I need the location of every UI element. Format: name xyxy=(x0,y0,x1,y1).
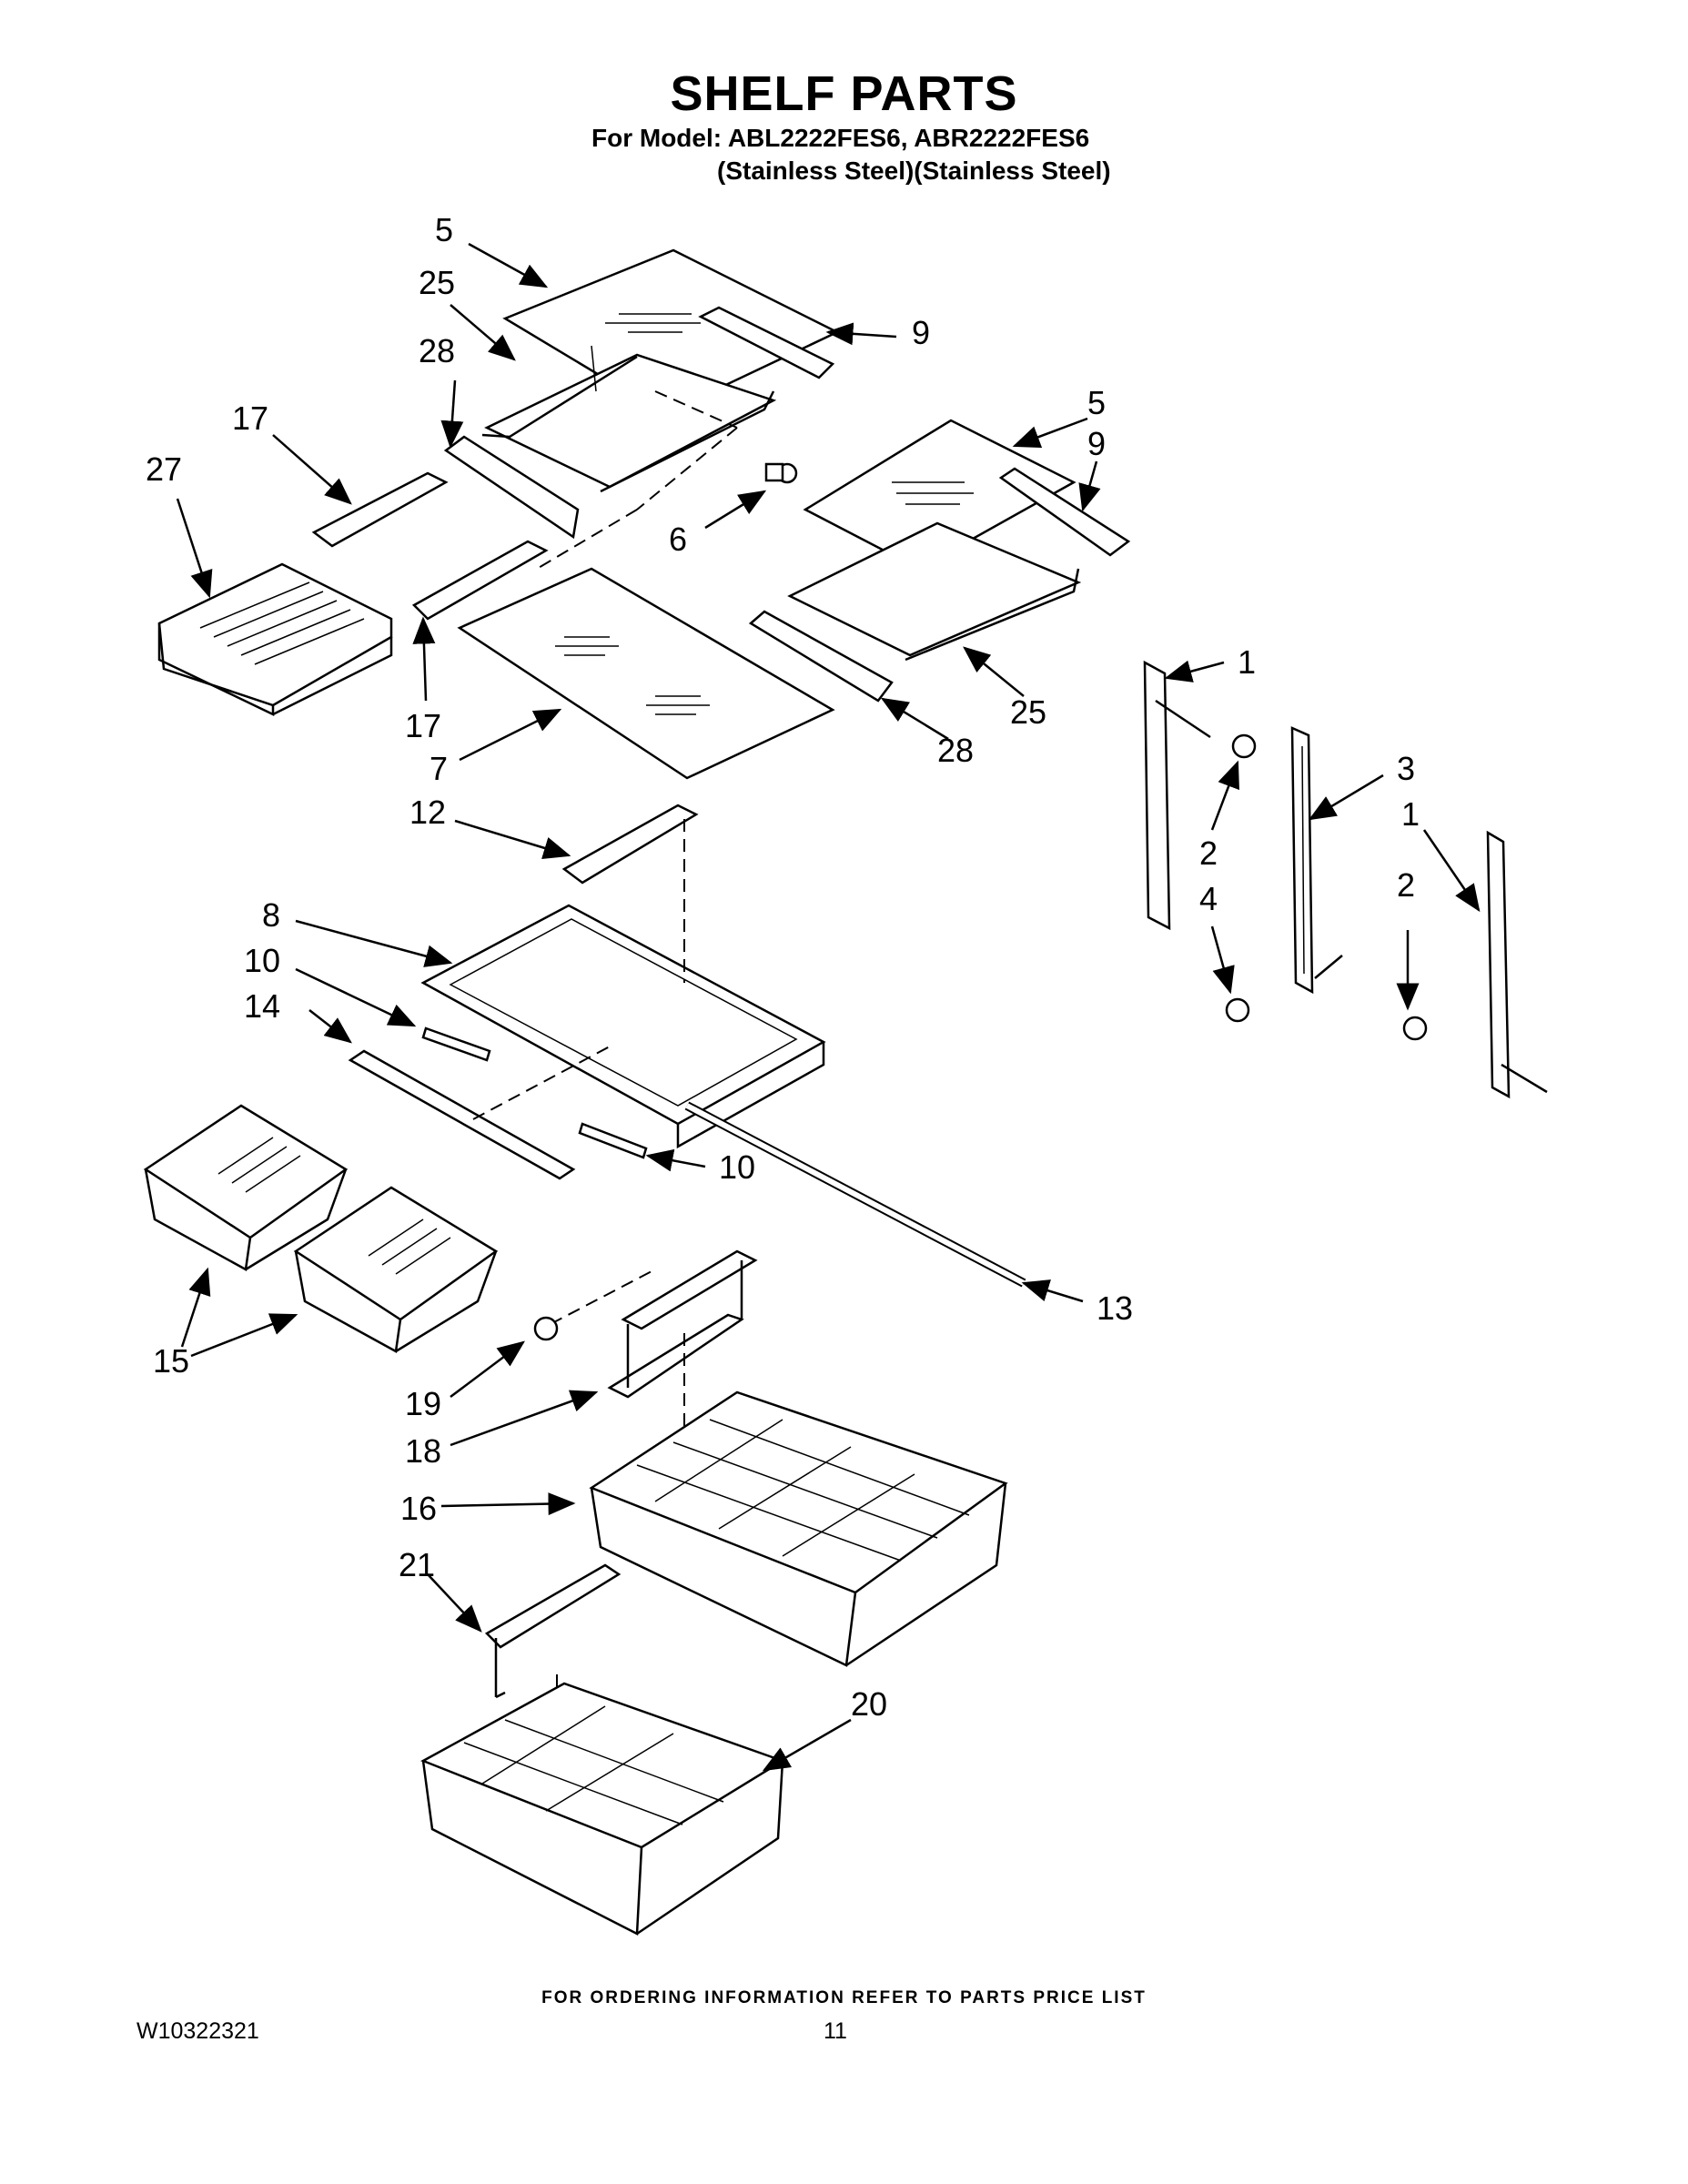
shelf-ladder-1b xyxy=(1486,830,1511,1099)
support-10b xyxy=(578,1122,648,1159)
screw-19 xyxy=(533,1316,559,1341)
ordering-note: FOR ORDERING INFORMATION REFER TO PARTS … xyxy=(541,1988,1147,2007)
rail-12 xyxy=(561,804,699,885)
support-10a xyxy=(421,1026,491,1062)
callout-15: 15 xyxy=(153,1342,189,1380)
callout-1a: 1 xyxy=(1238,643,1256,681)
shelf-frame-upper-right xyxy=(787,521,1082,662)
callout-9b: 9 xyxy=(1087,425,1106,462)
screw-4 xyxy=(1225,997,1250,1023)
callout-12: 12 xyxy=(409,794,446,831)
trim-rail-9a xyxy=(698,306,835,379)
callout-17b: 17 xyxy=(405,707,441,744)
divider-21 xyxy=(484,1563,622,1699)
crisper-drawer-15b xyxy=(293,1186,499,1353)
glass-shelf-upper-right xyxy=(803,419,1076,571)
callout-9a: 9 xyxy=(912,314,930,351)
callout-17a: 17 xyxy=(232,399,268,437)
screw-6 xyxy=(764,462,798,484)
snack-pan-27 xyxy=(157,562,393,716)
callout-14: 14 xyxy=(244,987,280,1025)
screw-2b xyxy=(1402,1016,1428,1041)
model-line-1: For Model: ABL2222FES6, ABR2222FES6 xyxy=(591,124,1090,152)
crisper-cover-frame-8 xyxy=(420,904,826,1149)
slide-rail-17a xyxy=(311,471,449,548)
callout-labels: 5 25 28 9 17 27 5 9 6 17 7 25 28 1 3 1 2… xyxy=(146,211,1420,1723)
crisper-drawer-15a xyxy=(143,1104,349,1271)
callout-25a: 25 xyxy=(419,264,455,301)
callout-8: 8 xyxy=(262,896,280,934)
callout-1b: 1 xyxy=(1401,795,1420,833)
callout-5a: 5 xyxy=(435,211,453,248)
callout-21: 21 xyxy=(399,1546,435,1583)
page-title: SHELF PARTS xyxy=(670,66,1018,121)
callout-28a: 28 xyxy=(419,332,455,369)
rod-13 xyxy=(684,1101,1026,1288)
document-number: W10322321 xyxy=(136,2018,259,2044)
callout-arrows xyxy=(176,242,1481,1772)
callout-6: 6 xyxy=(669,521,687,558)
model-line-2: (Stainless Steel)(Stainless Steel) xyxy=(717,157,1111,185)
trim-rail-9b xyxy=(998,467,1131,557)
callout-19: 19 xyxy=(405,1385,441,1422)
callout-16: 16 xyxy=(400,1490,437,1527)
shelf-ladder-1a xyxy=(1143,660,1171,931)
wire-basket-16 xyxy=(589,1390,1008,1667)
callout-3: 3 xyxy=(1397,750,1415,787)
glass-shelf-7 xyxy=(457,567,835,780)
trim-14 xyxy=(348,1049,576,1180)
screw-2a xyxy=(1231,733,1257,759)
callout-27: 27 xyxy=(146,450,182,488)
trim-rail-28b xyxy=(748,610,894,703)
divider-18 xyxy=(607,1249,758,1399)
slide-rail-17b xyxy=(411,540,549,621)
callout-13: 13 xyxy=(1097,1289,1133,1327)
callout-5b: 5 xyxy=(1087,384,1106,421)
callout-18: 18 xyxy=(405,1432,441,1470)
callout-2b: 2 xyxy=(1397,866,1415,904)
callout-10b: 10 xyxy=(719,1148,755,1186)
page-number: 11 xyxy=(824,2018,847,2044)
callout-25b: 25 xyxy=(1010,693,1046,731)
shelf-ladder-3 xyxy=(1290,726,1314,995)
callout-7: 7 xyxy=(430,750,448,787)
callout-4: 4 xyxy=(1199,880,1218,917)
callout-28b: 28 xyxy=(937,732,974,769)
callout-2a: 2 xyxy=(1199,834,1218,872)
callout-20: 20 xyxy=(851,1685,887,1723)
wire-basket-20 xyxy=(420,1682,785,1936)
shelf-frame-upper-left xyxy=(481,345,777,493)
callout-10a: 10 xyxy=(244,942,280,979)
